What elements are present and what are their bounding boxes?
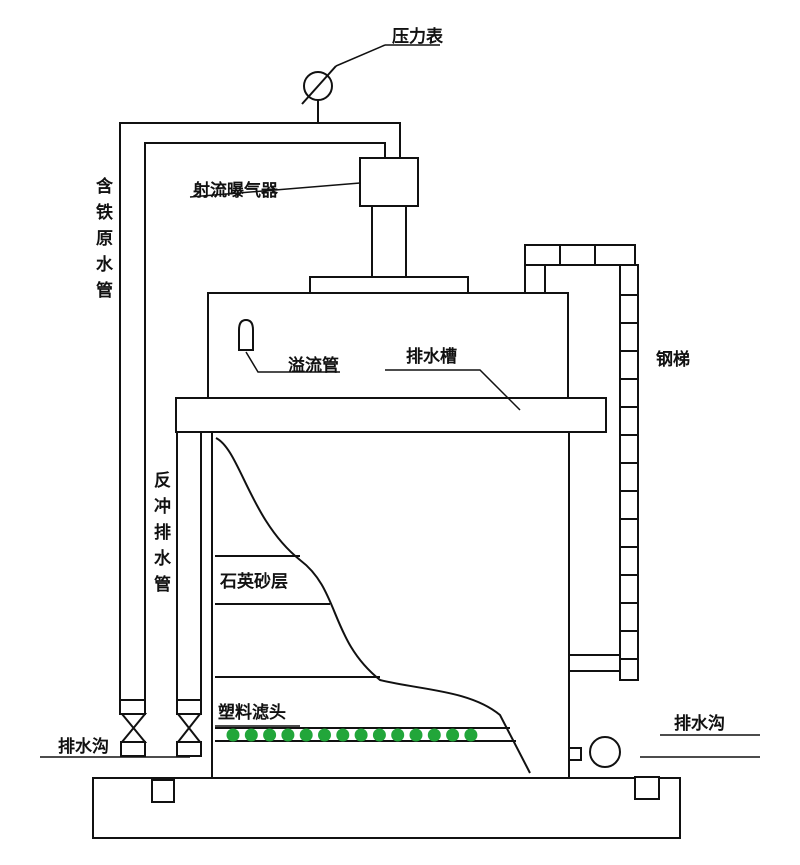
filter-head-dot (409, 728, 423, 742)
pump-icon (568, 736, 621, 768)
filter-head-dot (336, 728, 350, 742)
filter-head-dot (464, 728, 478, 742)
tank-top-plate (309, 276, 469, 294)
pressure-gauge-icon (301, 44, 440, 105)
filter-head-dot (244, 728, 258, 742)
filter-head-dot (318, 728, 331, 742)
steel-ladder (524, 244, 639, 681)
filter-head-dot (446, 728, 460, 742)
overflow-pipe-icon (238, 318, 254, 351)
filter-head-dot (354, 728, 368, 742)
drain-trough-label: 排水槽 (406, 346, 457, 367)
filter-head-dot (391, 728, 405, 742)
filter-head-dot (372, 728, 386, 742)
drain-ditch-left-pit (151, 779, 175, 803)
overflow-pipe-label: 溢流管 (288, 355, 339, 376)
filter-head-dot (299, 728, 313, 742)
plastic-filter-head-label: 塑料滤头 (218, 702, 286, 723)
drain-ditch-right-pit (634, 776, 660, 800)
sand-layer-curve (215, 437, 531, 774)
raw-water-pipe (119, 122, 401, 705)
overflow-pipe-leader (245, 351, 340, 373)
pressure-gauge-label: 压力表 (392, 26, 444, 47)
plastic-filter-heads (226, 728, 478, 742)
filter-head-dot (226, 728, 240, 742)
steel-ladder-label: 钢梯 (656, 349, 690, 370)
filter-head-dot (263, 728, 277, 742)
drain-trough-leader (385, 369, 521, 411)
jet-aerator-label: 射流曝气器 (192, 180, 279, 201)
foundation-base (92, 777, 681, 839)
filter-head-dot (281, 728, 295, 742)
jet-aerator-box (359, 157, 419, 207)
drain-ditch-right-label: 排水沟 (674, 713, 725, 734)
raw-water-pipe-label: 含铁原水管 (96, 176, 114, 301)
raw-water-valve-icon (119, 699, 148, 757)
drain-trough-band (175, 397, 607, 433)
jet-aerator-leader (189, 182, 361, 198)
backwash-valve-icon (175, 699, 203, 757)
upper-tank-section (207, 292, 569, 399)
quartz-sand-layer-label: 石英砂层 (219, 571, 288, 592)
backwash-drain-pipe (176, 432, 202, 705)
drain-ditch-left-label: 排水沟 (58, 736, 109, 757)
backwash-drain-pipe-label: 反冲排水管 (154, 471, 172, 595)
jet-aerator-stem (371, 204, 407, 278)
filter-head-dot (427, 728, 441, 742)
